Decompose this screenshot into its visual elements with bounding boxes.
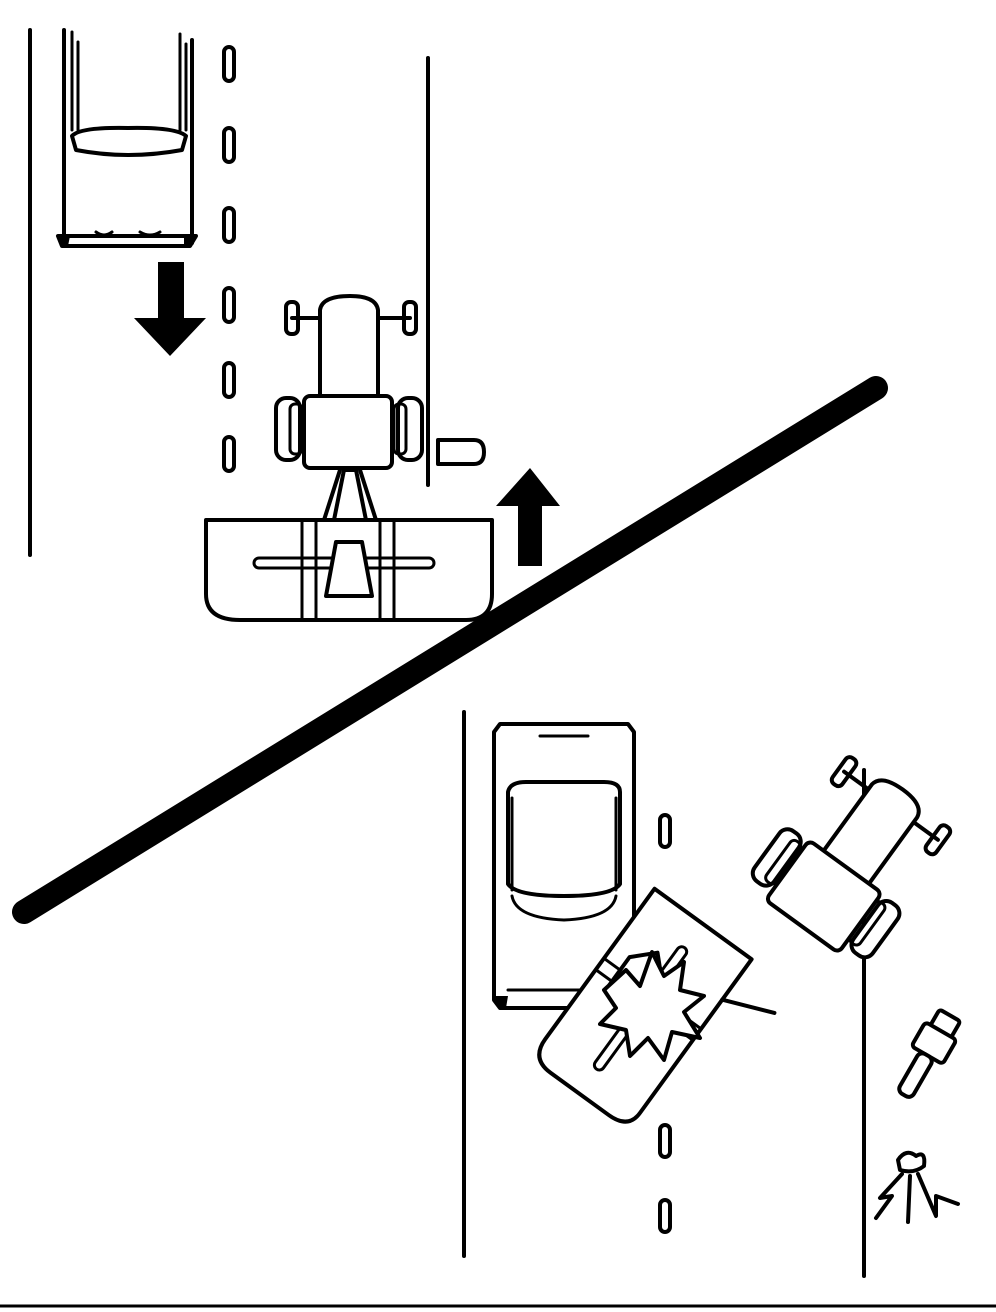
car-approaching-icon (56, 28, 198, 248)
tractor-with-implement-icon (204, 294, 494, 622)
arrow-down-icon (134, 262, 206, 356)
small-burst-icon (874, 1150, 960, 1224)
arrow-up-icon (496, 468, 560, 566)
debris-icon (897, 1008, 962, 1099)
panel-after (462, 710, 962, 1278)
center-dashes-top (222, 45, 236, 473)
shoulder-marker-icon (436, 438, 486, 466)
car-parked-icon (492, 722, 636, 1010)
panel-before (28, 28, 560, 622)
panel-divider (12, 376, 888, 924)
collision-burst-icon (598, 950, 706, 1062)
tractor-body-icon (750, 755, 953, 960)
